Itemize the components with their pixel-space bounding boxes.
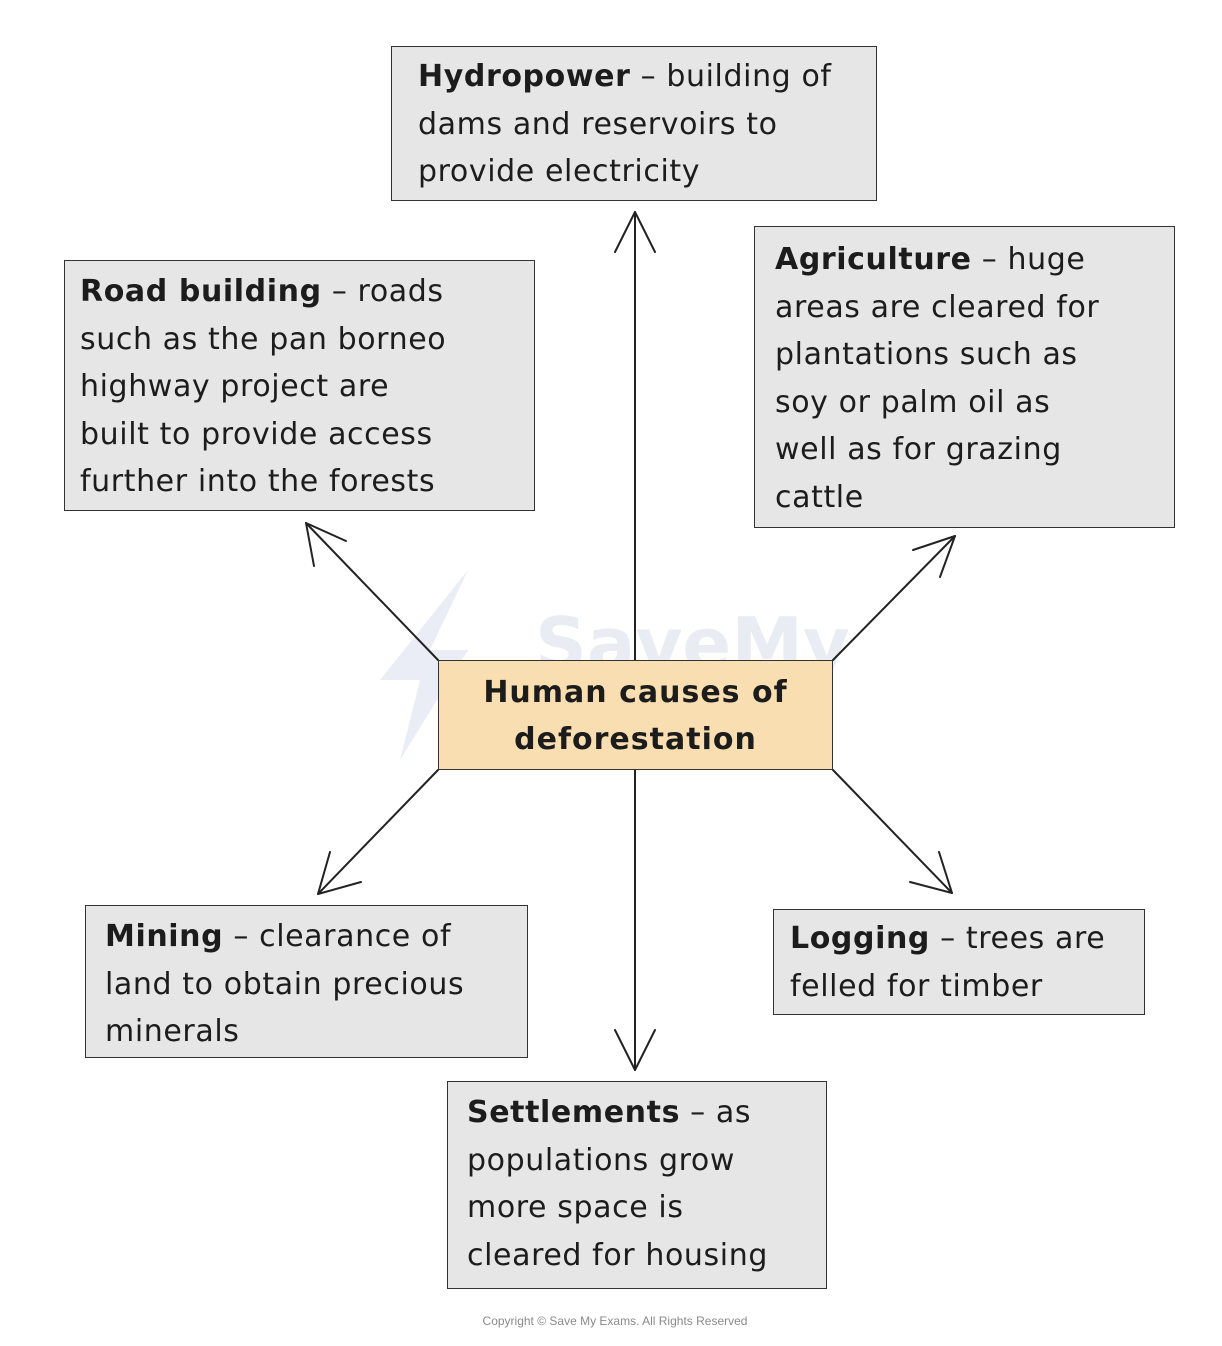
hydropower-desc-1: – building of bbox=[640, 59, 832, 94]
hydropower-desc-2: dams and reservoirs to bbox=[418, 106, 778, 142]
agriculture-desc-1: – huge bbox=[981, 242, 1086, 277]
settlements-desc-4: cleared for housing bbox=[467, 1237, 768, 1273]
agriculture-line-1: Agriculture – huge bbox=[775, 236, 1174, 284]
agriculture-desc-6: cattle bbox=[775, 479, 864, 515]
cause-box-mining: Mining – clearance of land to obtain pre… bbox=[85, 905, 528, 1058]
road-building-desc-4: built to provide access bbox=[80, 416, 433, 452]
arrowhead-agriculture bbox=[912, 535, 956, 578]
agriculture-desc-5: well as for grazing bbox=[775, 432, 1062, 467]
mining-desc-3: minerals bbox=[105, 1014, 240, 1049]
agriculture-term: Agriculture bbox=[775, 242, 972, 277]
arrowhead-mining bbox=[317, 851, 362, 895]
road-building-desc-1: – roads bbox=[331, 274, 444, 309]
central-topic-line-2: deforestation bbox=[514, 722, 757, 757]
agriculture-desc-2: areas are cleared for bbox=[775, 289, 1100, 325]
copyright-notice: Copyright © Save My Exams. All Rights Re… bbox=[482, 1314, 748, 1328]
cause-box-logging: Logging – trees are felled for timber bbox=[773, 909, 1145, 1015]
settlements-desc-2: populations grow bbox=[467, 1142, 736, 1178]
road-building-desc-5: further into the forests bbox=[80, 464, 436, 499]
logging-line-1: Logging – trees are bbox=[790, 915, 1144, 963]
settlements-line-1: Settlements – as bbox=[467, 1089, 826, 1137]
road-building-desc-2: such as the pan borneo bbox=[80, 321, 447, 357]
cause-box-hydropower: Hydropower – building of dams and reserv… bbox=[391, 46, 877, 201]
road-building-desc-3: highway project are bbox=[80, 369, 390, 404]
agriculture-desc-3: plantations such as bbox=[775, 337, 1078, 372]
agriculture-desc-4: soy or palm oil as bbox=[775, 384, 1051, 420]
arrow-to-road-building bbox=[305, 522, 439, 661]
mining-line-1: Mining – clearance of bbox=[105, 913, 527, 961]
cause-box-road-building: Road building – roads such as the pan bo… bbox=[64, 260, 535, 511]
settlements-desc-3: more space is bbox=[467, 1190, 684, 1225]
cause-box-settlements: Settlements – as populations grow more s… bbox=[447, 1081, 827, 1289]
arrowhead-logging bbox=[909, 851, 953, 894]
arrowhead-road-building bbox=[305, 522, 347, 567]
mining-desc-2: land to obtain precious bbox=[105, 966, 465, 1002]
logging-desc-1: – trees are bbox=[940, 921, 1106, 956]
arrow-to-agriculture bbox=[832, 535, 956, 661]
logging-term: Logging bbox=[790, 921, 930, 956]
arrow-to-logging bbox=[832, 769, 953, 894]
settlements-term: Settlements bbox=[467, 1095, 681, 1130]
logging-desc-2: felled for timber bbox=[790, 968, 1043, 1004]
arrowhead-settlements bbox=[614, 1029, 656, 1071]
settlements-desc-1: – as bbox=[690, 1095, 752, 1130]
mining-term: Mining bbox=[105, 919, 224, 954]
cause-box-agriculture: Agriculture – huge areas are cleared for… bbox=[754, 226, 1175, 528]
arrow-to-mining bbox=[317, 769, 439, 895]
mining-desc-1: – clearance of bbox=[233, 919, 452, 954]
hydropower-term: Hydropower bbox=[418, 59, 631, 94]
watermark-logo-icon bbox=[380, 570, 468, 760]
hydropower-line-1: Hydropower – building of bbox=[418, 53, 876, 101]
central-topic-line-1: Human causes of bbox=[483, 675, 788, 710]
arrowhead-hydropower bbox=[614, 211, 656, 253]
central-topic-box: Human causes of deforestation bbox=[438, 660, 833, 770]
hydropower-desc-3: provide electricity bbox=[418, 154, 701, 189]
road-building-term: Road building bbox=[80, 274, 322, 309]
road-building-line-1: Road building – roads bbox=[80, 268, 534, 316]
